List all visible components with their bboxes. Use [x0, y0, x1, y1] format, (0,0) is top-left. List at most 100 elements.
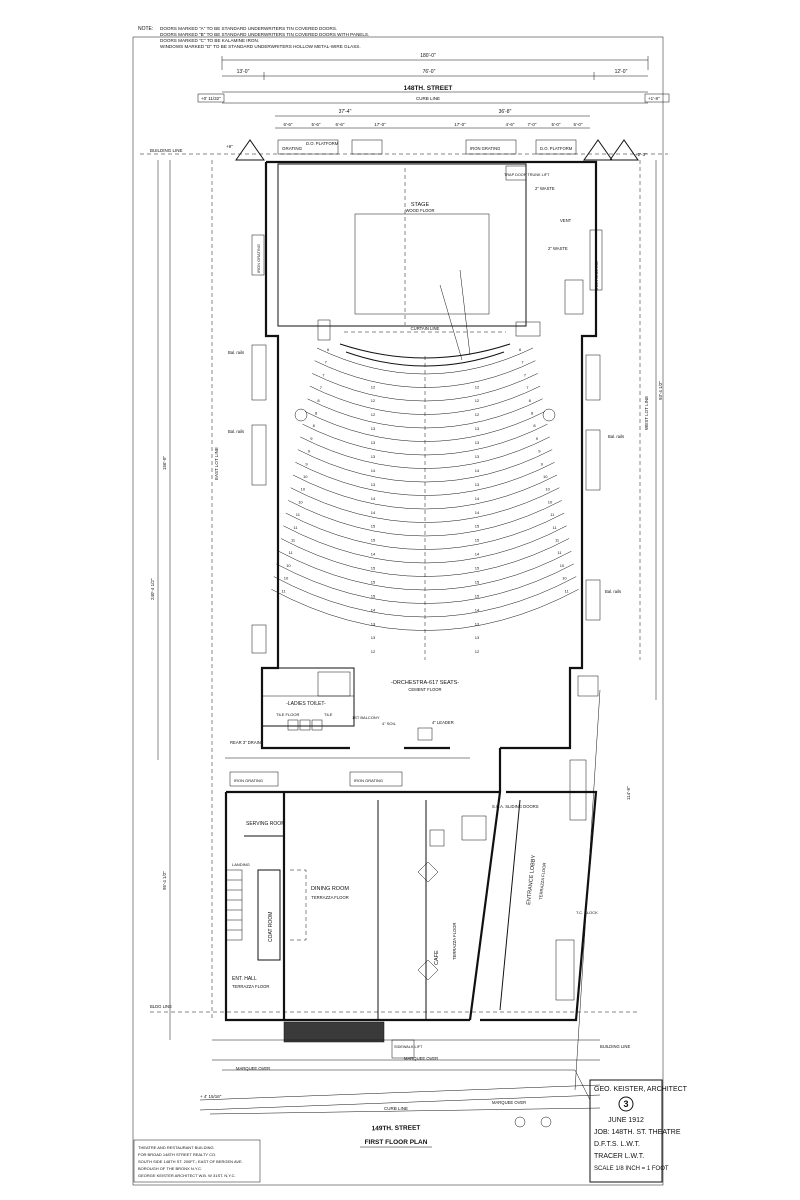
- west-lot-line-label: WEST LOT LINE: [644, 396, 649, 430]
- title-block: GEO. KEISTER, ARCHITECT 3 JUNE 1912 JOB:…: [589, 1079, 688, 1183]
- bottom-curb-line-label: CURB LINE: [384, 1106, 408, 1111]
- tc-block-label: T.C. BLOCK: [576, 910, 598, 915]
- elevation-top-right: +1'-8": [648, 96, 660, 101]
- coat-room-label: COAT ROOM: [268, 912, 274, 942]
- row-side-count: 11: [289, 550, 294, 555]
- row-side-count: 7: [524, 372, 527, 377]
- tile-label: TILE: [324, 712, 333, 717]
- serving-room-label: SERVING ROOM: [246, 821, 285, 827]
- row-seat-count: 13: [371, 426, 376, 431]
- trunk-lift-label: TRAP DOOR TRUNK LIFT: [504, 173, 550, 177]
- row-seat-count: 15: [371, 538, 376, 543]
- iron-grating-side-label: IRON GRATING: [256, 244, 261, 273]
- ladies-toilet-label: -LADIES TOILET-: [286, 701, 326, 707]
- row-seat-count: 15: [371, 579, 376, 584]
- top-dimensions: 180'-0" 13'-0" 76'-0" 12'-0" 37'-4" 36'-…: [221, 53, 649, 129]
- bay-dimension: 6'-6": [336, 122, 345, 127]
- stage-label: STAGE: [411, 202, 430, 208]
- landing-label: LANDING: [232, 862, 250, 867]
- elevation-left-step: +9": [226, 144, 233, 149]
- note-line: DOORS MARKED "B" TO BE STANDARD UNDERWRI…: [160, 32, 369, 37]
- row-seat-count: 12: [371, 384, 376, 389]
- note-line: DOORS MARKED "A" TO BE STANDARD UNDERWRI…: [160, 26, 337, 31]
- seat-row: [295, 462, 555, 496]
- right-width-dimension: 12'-0": [615, 69, 628, 75]
- bottom-street: CURB LINE 149TH. STREET FIRST FLOOR PLAN: [209, 1106, 601, 1148]
- marquee-over-label: MARQUEE OVER: [236, 1066, 270, 1071]
- overall-width-dimension: 180'-0": [420, 53, 436, 59]
- row-side-count: 7: [526, 385, 529, 390]
- row-seat-count: 15: [475, 524, 480, 529]
- first-balcony-label: 1ST BALCONY: [352, 715, 380, 720]
- bay-dimension: 17'-0": [374, 122, 386, 127]
- row-side-count: 7: [521, 360, 524, 365]
- west-lot-line: WEST LOT LINE 93'-4 1/2" 114'-8": [574, 160, 663, 1091]
- iron-grating-right-label: IRON GRATING: [594, 261, 599, 290]
- row-seat-count: 14: [475, 496, 480, 501]
- row-side-count: 10: [286, 563, 291, 568]
- sheet-border: [132, 36, 664, 1186]
- row-side-count: 10: [560, 563, 565, 568]
- row-seat-count: 14: [371, 552, 376, 557]
- stage-floor-label: WOOD FLOOR: [405, 208, 434, 213]
- row-side-count: 9: [310, 436, 313, 441]
- bay-dimension: 7'-0": [528, 122, 537, 127]
- ent-hall-floor-label: TERRAZZA FLOOR: [232, 984, 269, 989]
- row-side-count: 8: [531, 411, 534, 416]
- ent-hall-label: ENT. HALL: [232, 976, 257, 982]
- caption-line: BOROUGH OF THE BRONX N.Y.C.: [138, 1166, 202, 1171]
- row-side-count: 10: [543, 474, 548, 479]
- iron-grating-label: IRON GRATING: [470, 146, 500, 151]
- bay-dimension: 4'-6": [506, 122, 515, 127]
- row-side-count: 11: [557, 550, 562, 555]
- row-side-count: 11: [296, 512, 301, 517]
- do-platform-label-right: D.O. PLATFORM: [540, 146, 573, 151]
- building-line-label: BUILDING LINE: [150, 148, 183, 153]
- stage-side-features: IRON GRATING IRON GRATING: [251, 229, 603, 341]
- row-side-count: 11: [293, 525, 298, 530]
- row-side-count: 10: [301, 487, 306, 492]
- bottom-frontage: BLDG LINE BUILDING LINE MARQUEE OVER MAR…: [150, 1004, 640, 1111]
- row-side-count: 9: [305, 461, 308, 466]
- vent-label: VENT: [560, 218, 572, 223]
- bay-dimension: 17'-0": [454, 122, 466, 127]
- row-side-count: 8: [317, 398, 320, 403]
- row-seat-count: 12: [475, 398, 480, 403]
- row-seat-count: 14: [371, 496, 376, 501]
- row-side-count: 11: [281, 588, 286, 593]
- row-seat-count: 14: [475, 552, 480, 557]
- cafe-label: CAFE: [434, 950, 440, 965]
- row-seat-count: 13: [371, 454, 376, 459]
- seat-row: [292, 474, 558, 510]
- row-side-count: 8: [529, 398, 532, 403]
- row-seat-count: 15: [475, 538, 480, 543]
- caption-line: SOUTH SIDE 148TH ST. 200FT.; EAST OF BER…: [138, 1159, 243, 1164]
- leader-label: 4" LEADER: [432, 720, 454, 725]
- row-seat-count: 15: [475, 579, 480, 584]
- row-side-count: 11: [555, 538, 560, 543]
- row-side-count: 10: [298, 499, 303, 504]
- row-seat-count: 14: [371, 468, 376, 473]
- top-street-name: 148TH. STREET: [404, 85, 453, 92]
- east-lot-line-label: EAST LOT LINE: [214, 447, 219, 480]
- row-side-count: 7: [320, 385, 323, 390]
- row-seat-count: 13: [371, 621, 376, 626]
- notes-block: NOTE: DOORS MARKED "A" TO BE STANDARD UN…: [138, 26, 369, 49]
- waste-label-lower: 2" WASTE: [548, 246, 568, 251]
- bottom-street-name: 149TH. STREET: [372, 1125, 421, 1133]
- row-seat-count: 13: [371, 482, 376, 487]
- row-side-count: 10: [545, 487, 550, 492]
- waste-label: 2" WASTE: [535, 186, 555, 191]
- grating-label: GRATING: [282, 146, 303, 151]
- auditorium-side-stairs: Bal. rails Bal. rails Bal. rails Bal. ra…: [228, 344, 624, 654]
- stage-area: STAGE WOOD FLOOR TRAP DOOR TRUNK LIFT 2"…: [277, 163, 572, 361]
- front-gratings: GRATING D.O. PLATFORM IRON GRATING D.O. …: [277, 139, 577, 155]
- row-seat-count: 12: [475, 384, 480, 389]
- cafe: CAFE TERRAZZA FLOOR: [417, 815, 487, 981]
- sidewalk-lift-label: SIDEWALK LIFT: [394, 1045, 423, 1049]
- row-seat-count: 13: [475, 454, 480, 459]
- row-seat-count: 12: [475, 412, 480, 417]
- balcony-rails-label: Bal. rails: [605, 589, 621, 594]
- drawing-date: JUNE 1912: [608, 1117, 644, 1124]
